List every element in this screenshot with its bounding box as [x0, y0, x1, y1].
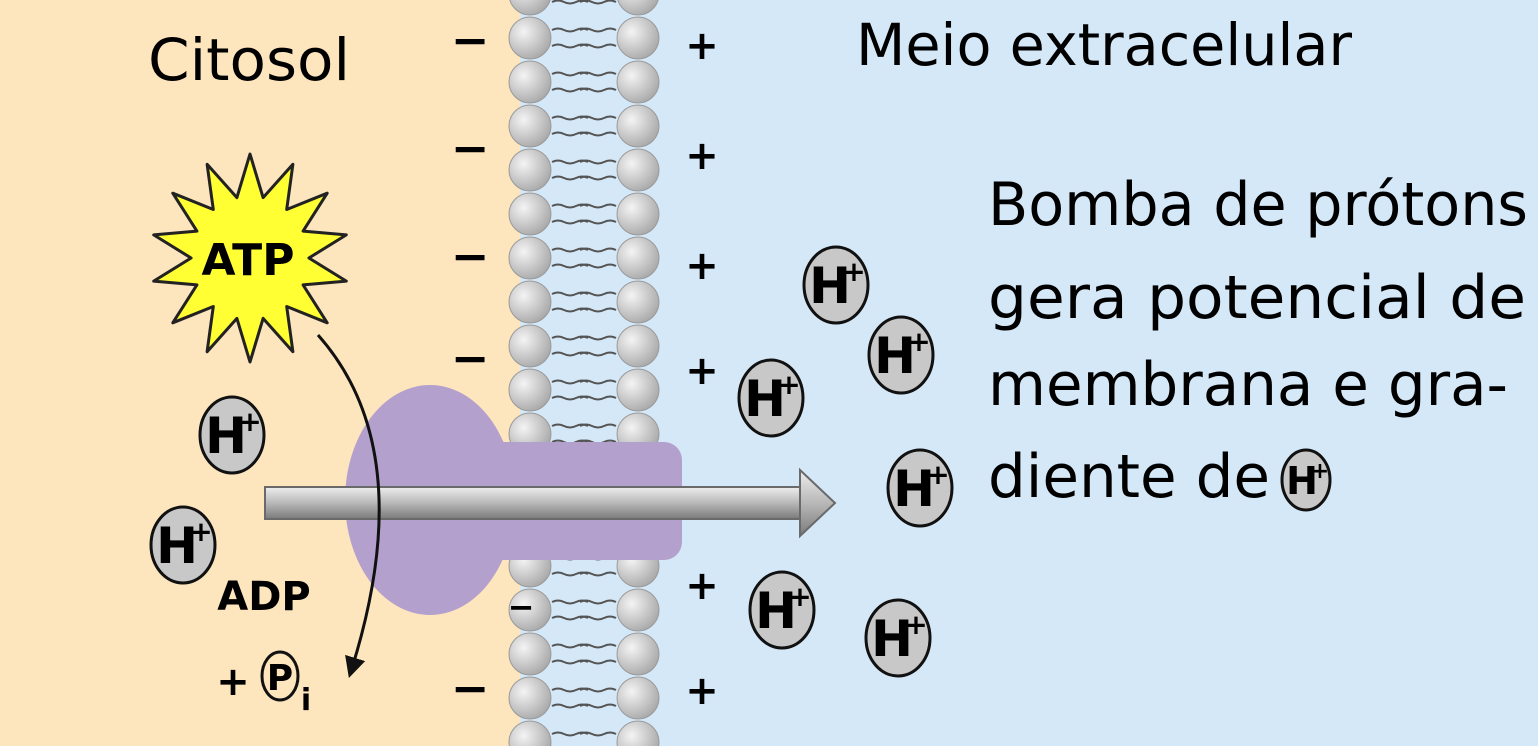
svg-text:H: H — [744, 370, 786, 428]
phosphate-icon: P — [260, 650, 300, 702]
minus-charge: − — [451, 229, 490, 283]
phospholipid-pair — [508, 632, 660, 676]
plus-charge: + — [685, 668, 719, 714]
svg-text:+: + — [1311, 459, 1329, 484]
adp-label: ADP — [217, 574, 310, 620]
svg-text:H: H — [809, 257, 851, 315]
proton-h-plus: H+ — [864, 598, 932, 678]
phospholipid-pair — [508, 720, 660, 746]
caption-line-1: Bomba de prótons — [988, 170, 1528, 240]
caption-line-2: gera potencial de — [988, 263, 1526, 333]
minus-charge: − — [508, 588, 535, 626]
svg-text:+: + — [788, 580, 811, 613]
svg-text:H: H — [874, 327, 916, 385]
cytosol-region — [0, 0, 520, 746]
citosol-label: Citosol — [148, 26, 350, 94]
atp-burst: ATP — [152, 152, 348, 364]
minus-charge: − — [451, 13, 490, 67]
meio-label: Meio extracelular — [856, 11, 1352, 79]
svg-text:H: H — [205, 407, 247, 465]
phospholipid-pair — [508, 16, 660, 60]
plus-charge: + — [685, 243, 719, 289]
svg-text:H: H — [893, 460, 935, 518]
plus-charge: + — [685, 23, 719, 69]
proton-h-plus: H+ — [802, 245, 870, 325]
extracellular-region — [520, 0, 1538, 746]
proton-group: H+H+H+H+H+H+H+H+H+ — [149, 245, 1332, 678]
membrane-charges: −−−−−−++++++ — [451, 13, 719, 715]
phospholipid-pair — [508, 280, 660, 324]
svg-text:H: H — [755, 582, 797, 640]
plus-charge: + — [685, 563, 719, 609]
proton-h-plus: H+ — [1280, 448, 1332, 512]
minus-charge: − — [451, 661, 490, 715]
phospholipid-pair — [508, 236, 660, 280]
proton-h-plus: H+ — [198, 395, 266, 475]
caption-line-3: membrana e gra- — [988, 350, 1508, 420]
pi-plus: + — [216, 659, 250, 705]
phospholipid-pair — [508, 148, 660, 192]
transport-arrow — [264, 467, 837, 539]
hydrolysis-arrow — [316, 334, 381, 679]
svg-text:+: + — [926, 458, 949, 491]
svg-text:+: + — [777, 368, 800, 401]
phospholipid-pair — [508, 588, 660, 632]
plus-charge: + — [685, 133, 719, 179]
svg-text:+: + — [842, 255, 865, 288]
phospholipid-pair — [508, 60, 660, 104]
minus-charge: − — [451, 331, 490, 385]
phospholipid-pair — [508, 368, 660, 412]
svg-text:+: + — [904, 608, 927, 641]
svg-text:+: + — [189, 515, 212, 548]
caption-line-4: diente de — [988, 442, 1270, 512]
svg-text:+: + — [238, 405, 261, 438]
pi-subscript: i — [301, 683, 311, 718]
phospholipid-pair — [508, 324, 660, 368]
svg-text:+: + — [907, 325, 930, 358]
proton-h-plus: H+ — [867, 315, 935, 395]
caption: Bomba de prótons gera potencial de membr… — [988, 170, 1528, 512]
svg-text:H: H — [1286, 459, 1318, 503]
proton-h-plus: H+ — [886, 448, 954, 528]
plus-charge: + — [685, 348, 719, 394]
phospholipid-pair — [508, 676, 660, 720]
phospholipid-pair — [508, 104, 660, 148]
proton-h-plus: H+ — [737, 358, 805, 438]
phospholipid-pair — [508, 192, 660, 236]
svg-text:H: H — [871, 610, 913, 668]
atp-label: ATP — [202, 235, 295, 286]
minus-charge: − — [451, 121, 490, 175]
proton-h-plus: H+ — [149, 505, 217, 585]
svg-text:H: H — [156, 517, 198, 575]
proton-h-plus: H+ — [748, 570, 816, 650]
pi-letter: P — [267, 658, 293, 699]
phospholipid-pair — [509, 0, 659, 16]
